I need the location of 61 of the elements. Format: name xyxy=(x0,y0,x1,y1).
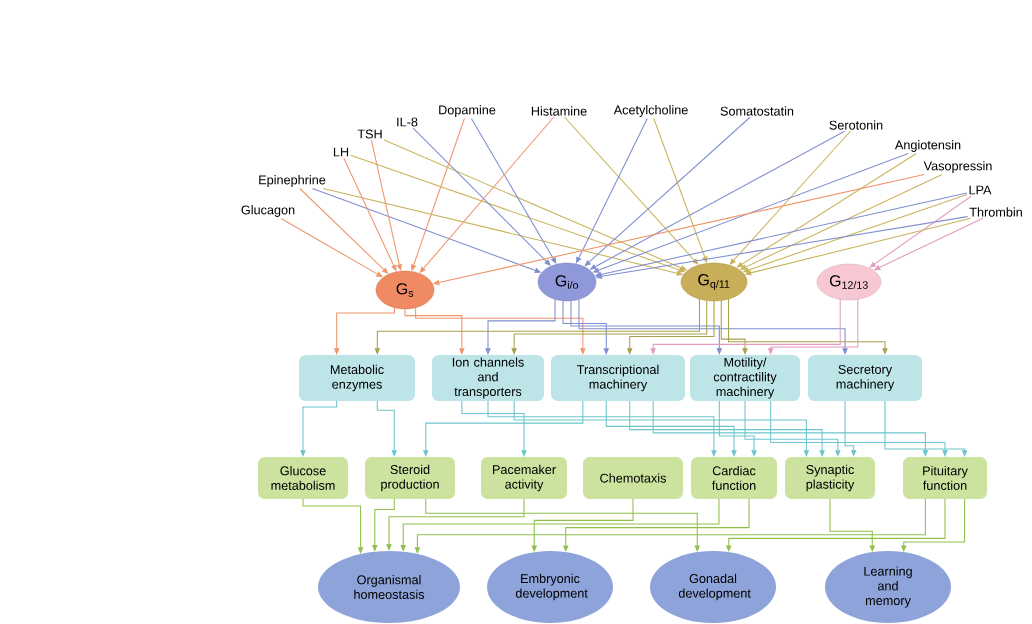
ligand-label: TSH xyxy=(357,129,382,139)
function-box: Glucose metabolism xyxy=(258,457,348,499)
ligand-label: Serotonin xyxy=(829,120,883,130)
ligand-label: Vasopressin xyxy=(923,161,992,173)
arrow xyxy=(414,498,926,554)
function-box: Synaptic plasticity xyxy=(785,457,875,499)
arrow xyxy=(720,300,748,355)
ligand-label: Epinephrine xyxy=(259,175,326,187)
arrow xyxy=(562,300,610,355)
ligand-label: IL-8 xyxy=(397,117,418,127)
effector-box: Transcriptional machinery xyxy=(551,355,685,401)
arrow xyxy=(652,400,929,457)
function-box: Cardiac function xyxy=(691,457,777,499)
effector-box: Motility/ contractility machinery xyxy=(690,355,800,401)
ligand-label: Histamine xyxy=(531,106,587,116)
arrow xyxy=(280,217,383,278)
arrow xyxy=(629,400,825,457)
arrow xyxy=(374,298,700,355)
effector-box: Metabolic enzymes xyxy=(299,355,415,401)
arrow xyxy=(869,195,973,268)
arrow xyxy=(584,116,751,267)
function-box: Chemotaxis xyxy=(583,457,683,499)
arrow xyxy=(412,127,551,266)
arrow xyxy=(485,298,556,355)
arrow xyxy=(564,116,699,265)
arrow xyxy=(370,139,403,271)
arrow xyxy=(415,307,586,355)
arrow xyxy=(300,400,338,457)
arrow xyxy=(884,400,968,457)
arrow xyxy=(844,400,857,457)
arrow xyxy=(728,298,888,355)
ligand-label: Thrombin xyxy=(969,207,1022,217)
arrow xyxy=(404,308,465,355)
ligand-label: Dopamine xyxy=(439,105,496,117)
arrow xyxy=(302,498,364,554)
ligand-label: Acetylcholine xyxy=(613,105,688,117)
ligand-label: Glucagon xyxy=(241,205,295,217)
arrow xyxy=(729,130,851,265)
arrow xyxy=(376,400,398,457)
arrow xyxy=(578,298,848,355)
function-box: Pacemaker activity xyxy=(481,457,567,499)
arrow xyxy=(605,400,737,457)
arrow xyxy=(386,498,525,551)
ligand-label: LPA xyxy=(969,185,992,195)
arrow xyxy=(718,400,757,457)
ligand-label: LH xyxy=(333,147,349,157)
arrow xyxy=(487,400,717,457)
function-box: Pituitary function xyxy=(903,457,987,499)
ligand-label: Angiotensin xyxy=(894,140,961,152)
arrow xyxy=(511,300,708,355)
effector-box: Secretory machinery xyxy=(808,355,922,401)
arrow xyxy=(770,400,948,457)
arrow xyxy=(513,400,810,457)
arrow xyxy=(650,298,841,355)
function-box: Steroid production xyxy=(365,457,455,499)
arrow xyxy=(470,117,557,264)
arrow xyxy=(570,300,723,355)
effector-box: Ion channels and transporters xyxy=(432,355,544,401)
ligand-label: Somatostatin xyxy=(720,106,794,116)
arrow xyxy=(461,400,527,457)
arrow xyxy=(744,400,841,457)
